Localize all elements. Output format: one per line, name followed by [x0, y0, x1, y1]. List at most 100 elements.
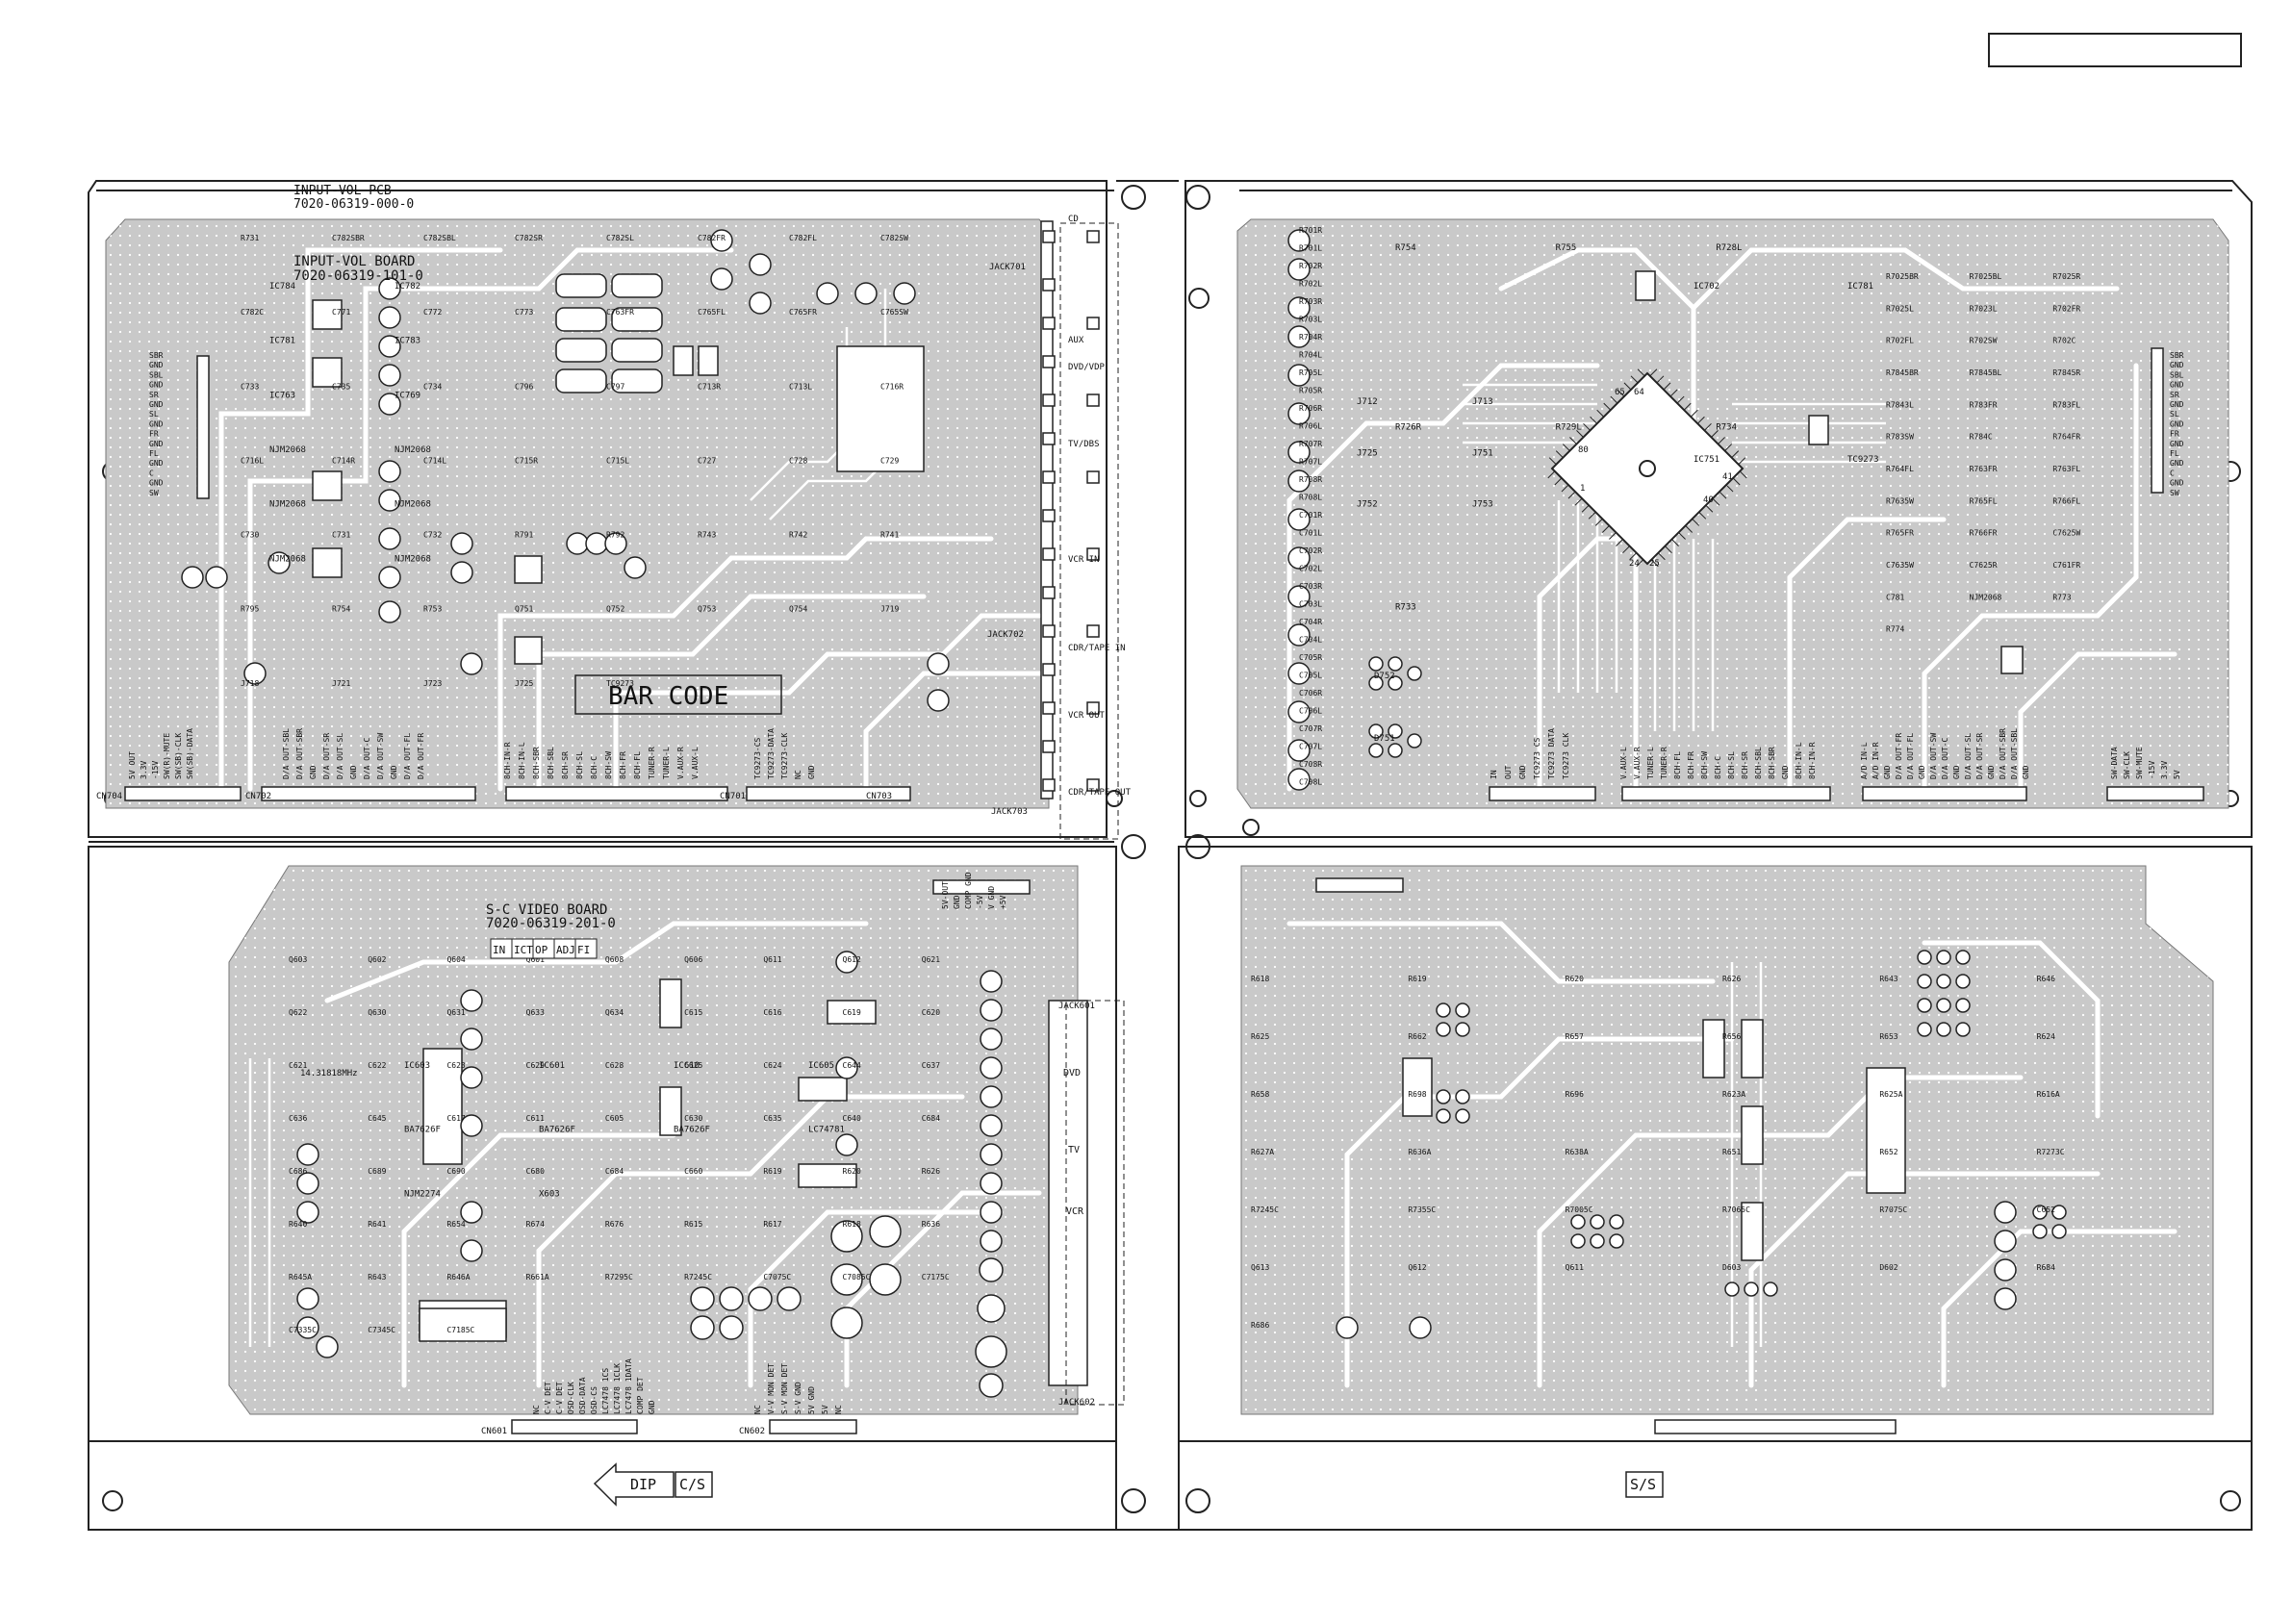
pin-label: 8CH-SBR — [532, 747, 541, 779]
component-label: Q752 — [606, 605, 624, 614]
component-label: R7635W — [1886, 496, 1914, 505]
connector-label: CN702 — [245, 792, 271, 801]
ic-label: X603 — [539, 1189, 560, 1199]
jumper-label: J751 — [1472, 448, 1493, 458]
component-label: Q601 — [526, 955, 545, 964]
pin-label: SW-CLK — [2123, 751, 2131, 779]
component-label: R646A — [446, 1273, 470, 1281]
pin-label: GND — [1987, 765, 1996, 779]
component-label: C660 — [684, 1167, 702, 1176]
jumper-label: J725 — [1357, 448, 1378, 458]
chip-pin-label: 65 — [1615, 388, 1625, 397]
component-label: Q613 — [1251, 1263, 1269, 1272]
pin-label: SR — [149, 391, 159, 399]
jack-label: CDR/TAPE IN — [1068, 644, 1126, 653]
component-label: R706L — [1299, 422, 1322, 431]
ic-label: NJM2068 — [395, 554, 431, 564]
ic-label: IC781 — [269, 337, 295, 346]
dip-block — [419, 1307, 507, 1342]
component-label: R7245C — [1251, 1205, 1279, 1214]
component-label: R765FR — [1886, 529, 1914, 538]
component-label: R704L — [1299, 351, 1322, 360]
pin-label: GND — [349, 765, 358, 779]
pin-label: 8CH-IN-L — [1795, 742, 1803, 779]
component-label: C782SL — [606, 234, 634, 242]
component-label: R618 — [1251, 975, 1269, 983]
jumper-label: J753 — [1472, 500, 1493, 510]
component-label: C782FR — [698, 234, 726, 242]
component-label: R7355C — [1408, 1205, 1436, 1214]
ss-label: S/S — [1630, 1476, 1656, 1493]
component-label: Q622 — [289, 1008, 307, 1017]
pin-label: D/A OUT-SBL — [2010, 728, 2019, 779]
component-label: C615 — [684, 1008, 702, 1017]
pin-label: 8CH-C — [1714, 756, 1722, 779]
component-label: Q634 — [605, 1008, 624, 1017]
chip-pin-label: 24 — [1629, 559, 1640, 569]
input-vol-pcb-title: INPUT-VOL PCB — [293, 184, 392, 198]
ic-label: BA7626F — [539, 1126, 575, 1135]
pin-label: SW — [2170, 489, 2179, 497]
jack-label: JACK701 — [989, 263, 1026, 272]
component-label: C733 — [241, 382, 259, 391]
jumper-label: J713 — [1472, 397, 1493, 407]
component-label: C684 — [605, 1167, 624, 1176]
pin-label: FR — [149, 430, 159, 439]
film-capacitors — [555, 273, 719, 393]
sc-video-board-number: 7020-06319-201-0 — [486, 916, 616, 931]
board-frames — [88, 180, 2253, 1531]
component-label: R702R — [1299, 262, 1322, 270]
component-label: R792 — [606, 531, 624, 540]
component-label: R619 — [1408, 975, 1426, 983]
component-label: R731 — [241, 234, 259, 242]
pin-label: 5V GND — [807, 1386, 816, 1414]
component-label: Q604 — [446, 955, 465, 964]
pin-label: SW(R)-MUTE — [163, 733, 171, 779]
component-label: C701R — [1299, 511, 1322, 520]
pin-label: 5V — [821, 1405, 829, 1414]
ic-label: IC603 — [404, 1061, 430, 1071]
pin-label: 8CH-SR — [561, 751, 570, 779]
chip-pin-label: 64 — [1634, 388, 1644, 397]
component-label: R623A — [1722, 1090, 1745, 1099]
check-grid-label: OP — [535, 944, 548, 956]
component-label: C716L — [241, 456, 264, 465]
component-label: R706R — [1299, 404, 1322, 413]
component-label: Q630 — [368, 1008, 386, 1017]
component-label: C713L — [789, 382, 812, 391]
component-label: C616 — [763, 1008, 781, 1017]
component-label: R701L — [1299, 244, 1322, 253]
component-label: R703R — [1299, 297, 1322, 306]
check-grid-cell — [574, 938, 598, 959]
pin-label: 5V-OUT — [941, 881, 950, 909]
input-vol-pcb-number: 7020-06319-000-0 — [293, 197, 414, 212]
pin-label: D/A OUT-SBR — [1999, 728, 2007, 779]
ic-label: IC783 — [395, 337, 420, 346]
jack-label: JACK703 — [991, 807, 1028, 817]
component-label: R638A — [1566, 1148, 1589, 1156]
component-label: R702SW — [1970, 337, 1998, 345]
component-label: R707L — [1299, 458, 1322, 467]
connector-label: CN602 — [739, 1427, 765, 1436]
component-label: R7843L — [1886, 400, 1914, 409]
component-label: R7025R — [2052, 272, 2080, 281]
component-label: C623 — [446, 1061, 465, 1070]
ic-label: BA7626F — [404, 1126, 441, 1135]
check-grid-label: ICT — [514, 944, 533, 956]
component-label: C735 — [332, 382, 350, 391]
component-label: R674 — [526, 1220, 545, 1229]
pin-label: COMP DET — [636, 1377, 645, 1414]
component-label: NJM2068 — [1970, 593, 2002, 601]
pin-label: 5V OUT — [128, 751, 137, 779]
component-label: R784C — [1970, 433, 1993, 442]
pin-label: V GND — [987, 886, 996, 909]
component-label: C620 — [922, 1008, 940, 1017]
component-label: R662 — [1408, 1032, 1426, 1041]
component-label: R7245C — [684, 1273, 712, 1281]
component-label: R7845R — [2052, 368, 2080, 377]
ic-label: IC751 — [1694, 455, 1719, 465]
pin-label: GND — [149, 361, 164, 369]
component-label: R773 — [2052, 593, 2071, 601]
jack-label: JACK602 — [1058, 1398, 1095, 1408]
component-label: C704R — [1299, 618, 1322, 626]
